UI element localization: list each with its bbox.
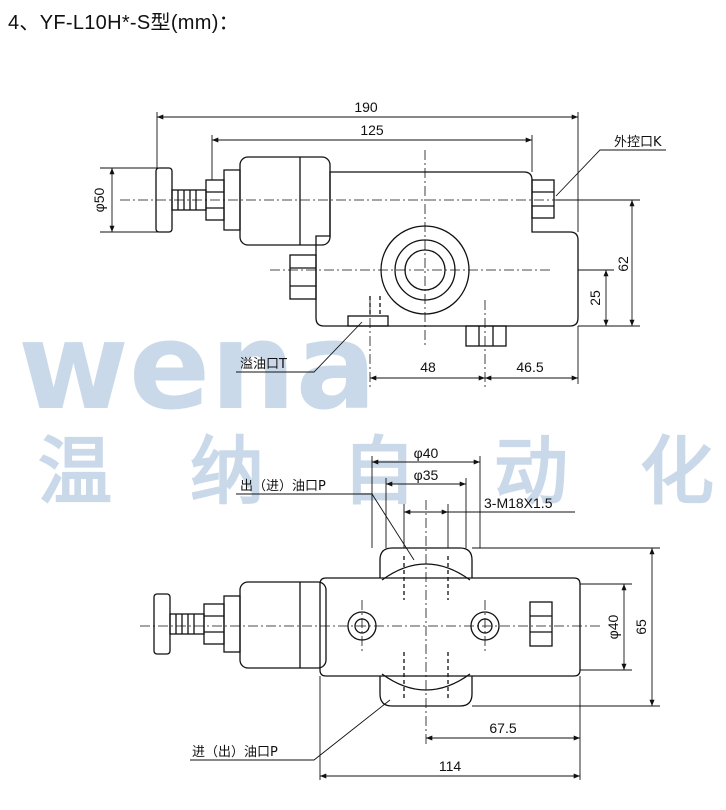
dim-phi-40-side: φ40 [605, 614, 621, 639]
valve-body-2 [319, 577, 581, 677]
spring-housing [239, 156, 331, 246]
watermark: wena 温 纳 自 动 化 [18, 298, 714, 515]
dim-125: 125 [360, 122, 384, 138]
port-boss-top [379, 547, 473, 578]
label-external-control-port: 外控口K [614, 135, 662, 150]
adjusting-stem-2 [169, 613, 205, 635]
bottom-nut [465, 325, 507, 347]
watermark-char-2: 纳 [190, 429, 264, 515]
dim-48: 48 [420, 359, 436, 375]
dim-67-5: 67.5 [489, 720, 516, 736]
watermark-char-3: 自 [342, 429, 416, 515]
drain-port-t [347, 315, 389, 327]
lock-nut-2 [203, 603, 225, 645]
dim-phi-50: φ50 [91, 187, 107, 212]
plug-side [529, 601, 553, 647]
label-overflow-port: 溢油口T [240, 357, 287, 372]
top-centerlines [120, 150, 580, 390]
bottom-view [153, 547, 581, 707]
spring-housing-2 [239, 581, 327, 669]
handwheel-knob-2 [153, 593, 171, 655]
bottom-centerlines [140, 500, 600, 745]
dim-62: 62 [615, 256, 631, 272]
page-title: 4、YF-L10H*-S型(mm)： [8, 12, 239, 34]
dim-phi-40-top: φ40 [414, 445, 439, 461]
bonnet-ring-2 [223, 595, 241, 653]
watermark-char-4: 动 [494, 429, 568, 515]
valve-body [315, 171, 579, 327]
side-nut [289, 254, 317, 300]
label-inlet-port: 进（出）油口P [192, 745, 278, 760]
dim-25: 25 [587, 290, 603, 306]
watermark-char-1: 温 [38, 429, 112, 515]
top-dimensions [100, 112, 666, 384]
dim-114: 114 [439, 758, 462, 774]
dim-thread: 3-M18X1.5 [484, 495, 553, 511]
dim-phi-35: φ35 [414, 467, 439, 483]
label-outlet-port: 出（进）油口P [240, 479, 326, 494]
dim-190: 190 [354, 99, 378, 115]
plug-k [531, 179, 555, 219]
bottom-dimensions [190, 456, 660, 780]
dim-65: 65 [633, 619, 649, 635]
watermark-latin: wena [18, 298, 377, 437]
dim-46-5: 46.5 [516, 359, 543, 375]
watermark-char-5: 化 [640, 429, 714, 515]
